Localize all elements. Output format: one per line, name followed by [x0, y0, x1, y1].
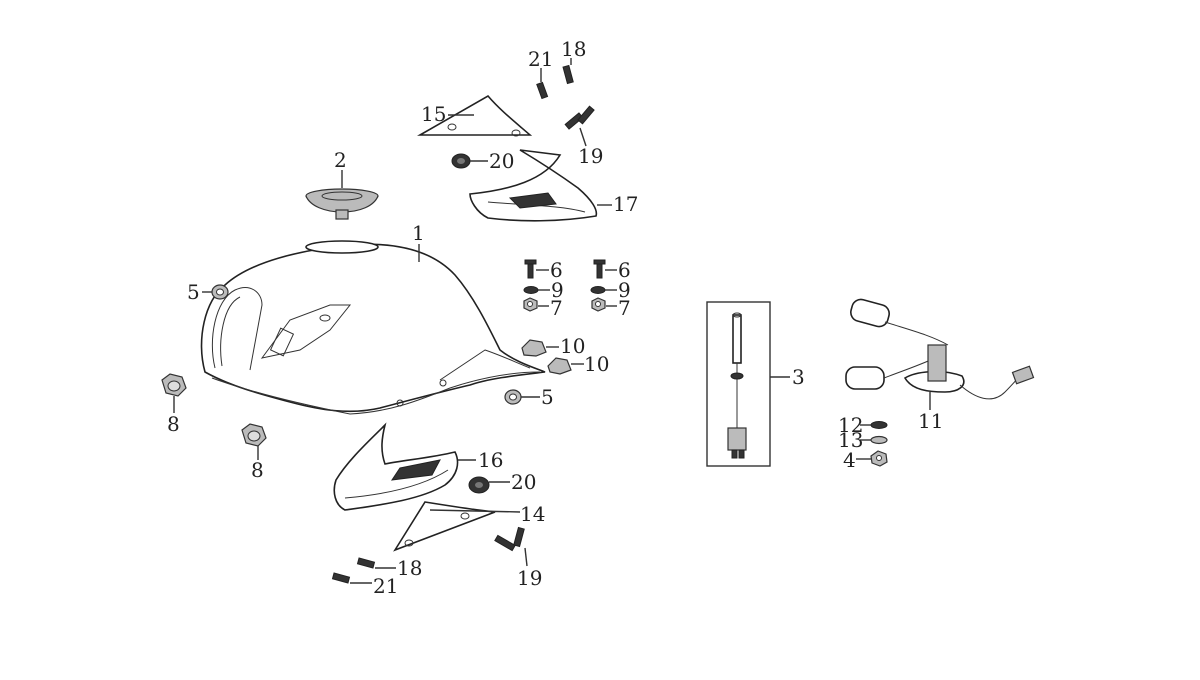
grommet-20-top — [451, 153, 471, 169]
gasket-12 — [870, 421, 888, 429]
callout-19-lower: 19 — [517, 566, 542, 590]
cover-plate-15 — [416, 94, 533, 137]
cap-nut-8-right — [241, 423, 267, 447]
callout-8-left: 8 — [167, 412, 180, 436]
side-panel-16 — [333, 422, 459, 511]
callout-20-top: 20 — [489, 149, 514, 173]
callout-10-upper: 10 — [560, 334, 585, 358]
fuel-pump-assembly — [845, 298, 1035, 400]
bolt-21-lower — [331, 572, 351, 584]
cover-plate-14 — [393, 501, 496, 552]
callout-6-right: 6 — [618, 258, 631, 282]
fuel-tank — [200, 240, 546, 415]
grommet-5-left — [211, 284, 229, 300]
callout-14: 14 — [520, 502, 545, 526]
bolts-19-top — [564, 105, 595, 130]
callout-10-lower: 10 — [584, 352, 609, 376]
callout-13: 13 — [838, 428, 863, 452]
callout-21-lower: 21 — [373, 574, 398, 598]
callout-2: 2 — [334, 148, 347, 172]
side-panel-17 — [469, 149, 598, 222]
callout-16: 16 — [478, 448, 503, 472]
bolt-18-lower — [356, 557, 376, 569]
callout-21-top: 21 — [528, 47, 553, 71]
fuel-sender-box — [706, 301, 771, 467]
fuel-cap — [305, 188, 379, 220]
callout-19-top: 19 — [578, 144, 603, 168]
nut-4 — [870, 450, 888, 467]
callout-15: 15 — [421, 102, 446, 126]
washer-9-left — [523, 286, 539, 294]
grommet-5-right — [504, 389, 522, 405]
washer-13 — [870, 435, 888, 445]
bolt-18-top — [562, 64, 574, 85]
bolt-21-top — [536, 81, 549, 100]
grommet-20-lower — [468, 476, 490, 494]
bolt-6-left — [524, 259, 537, 279]
callout-18-lower: 18 — [397, 556, 422, 580]
callout-7-right: 7 — [618, 296, 631, 320]
cap-nut-8-left — [161, 373, 187, 397]
nut-7-right — [591, 297, 606, 312]
callout-9-right: 9 — [618, 278, 631, 302]
bolt-6-right — [593, 259, 606, 279]
callout-8-right: 8 — [251, 458, 264, 482]
bolts-19-lower — [494, 526, 525, 552]
callout-20-lower: 20 — [511, 470, 536, 494]
callout-11: 11 — [918, 409, 943, 433]
callout-3: 3 — [792, 365, 805, 389]
callout-5-left: 5 — [187, 280, 200, 304]
callout-18-top: 18 — [561, 37, 586, 61]
nut-7-left — [523, 297, 538, 312]
callout-12: 12 — [838, 413, 863, 437]
washer-9-right — [590, 286, 606, 294]
callout-5-right: 5 — [541, 385, 554, 409]
mount-10-upper — [521, 339, 547, 357]
callout-7-left: 7 — [550, 296, 563, 320]
callout-4: 4 — [843, 448, 856, 472]
callout-6-left: 6 — [550, 258, 563, 282]
mount-10-lower — [547, 357, 572, 375]
callout-9-left: 9 — [551, 278, 564, 302]
callout-1: 1 — [412, 221, 425, 245]
callout-17: 17 — [613, 192, 638, 216]
